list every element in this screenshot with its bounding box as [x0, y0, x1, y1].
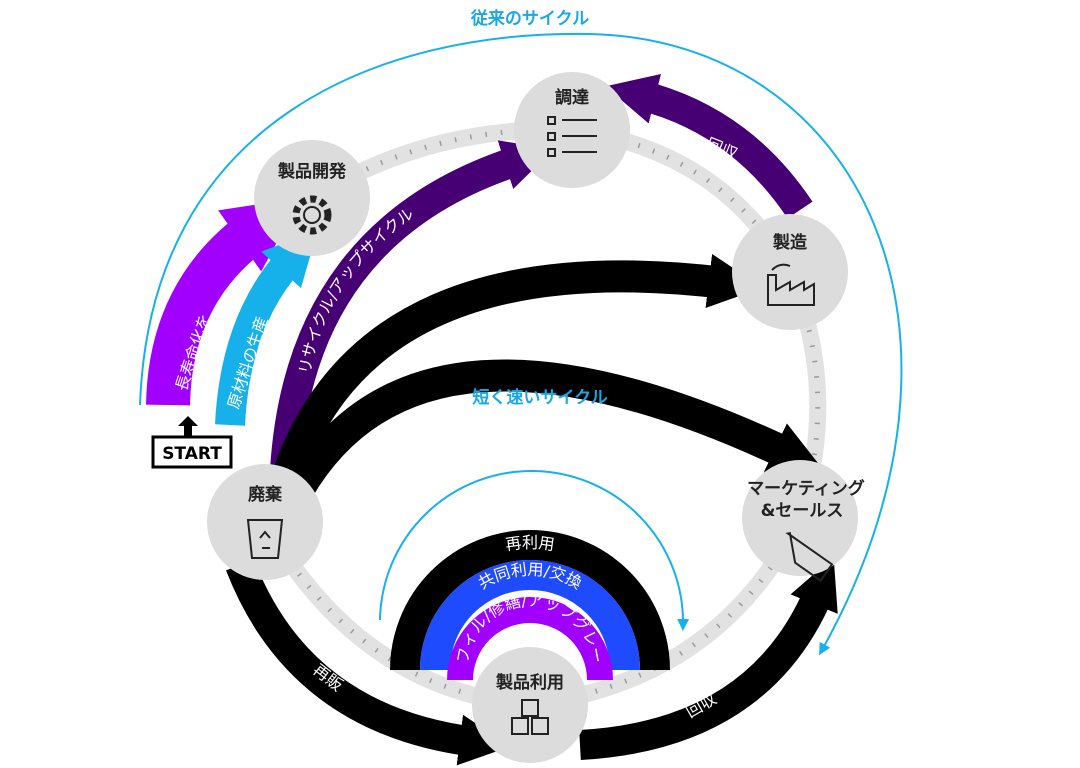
node-disposal: 廃棄: [207, 464, 323, 580]
node-label: 製造: [772, 232, 808, 253]
node-label: 製品開発: [277, 161, 347, 182]
traditional-cycle-title: 従来のサイクル: [470, 8, 589, 29]
node-procurement: 調達: [514, 72, 630, 188]
boxes-icon: [511, 699, 549, 735]
node-label: マーケティング: [747, 478, 865, 499]
node-manufacturing: 製造: [732, 214, 848, 330]
node-label-2: &セールス: [761, 501, 844, 521]
node-label: 製品利用: [495, 672, 564, 693]
node-marketing-sales: マーケティング &セールス: [742, 460, 865, 582]
svg-text:再利用: 再利用: [504, 533, 556, 554]
start-label: START: [162, 444, 222, 464]
start-box: [151, 435, 233, 469]
reuse-label: 再利用: [504, 533, 556, 554]
remanufacture-label: 再生産: [416, 253, 468, 287]
recycle-bin-icon: [246, 519, 284, 559]
node-label: 廃棄: [248, 484, 283, 505]
node-label: 調達: [555, 87, 589, 108]
factory-icon: [767, 263, 815, 306]
node-product-development: 製品開発: [254, 140, 370, 256]
price-tag-icon: [785, 531, 834, 582]
start-arrow-icon: [178, 416, 198, 436]
short-cycle-title: 短く速いサイクル: [472, 387, 607, 408]
checklist-icon: [547, 116, 597, 157]
svg-text:再生産: 再生産: [416, 253, 468, 287]
gear-icon: [292, 195, 332, 235]
node-product-use: 製品利用: [472, 647, 588, 763]
